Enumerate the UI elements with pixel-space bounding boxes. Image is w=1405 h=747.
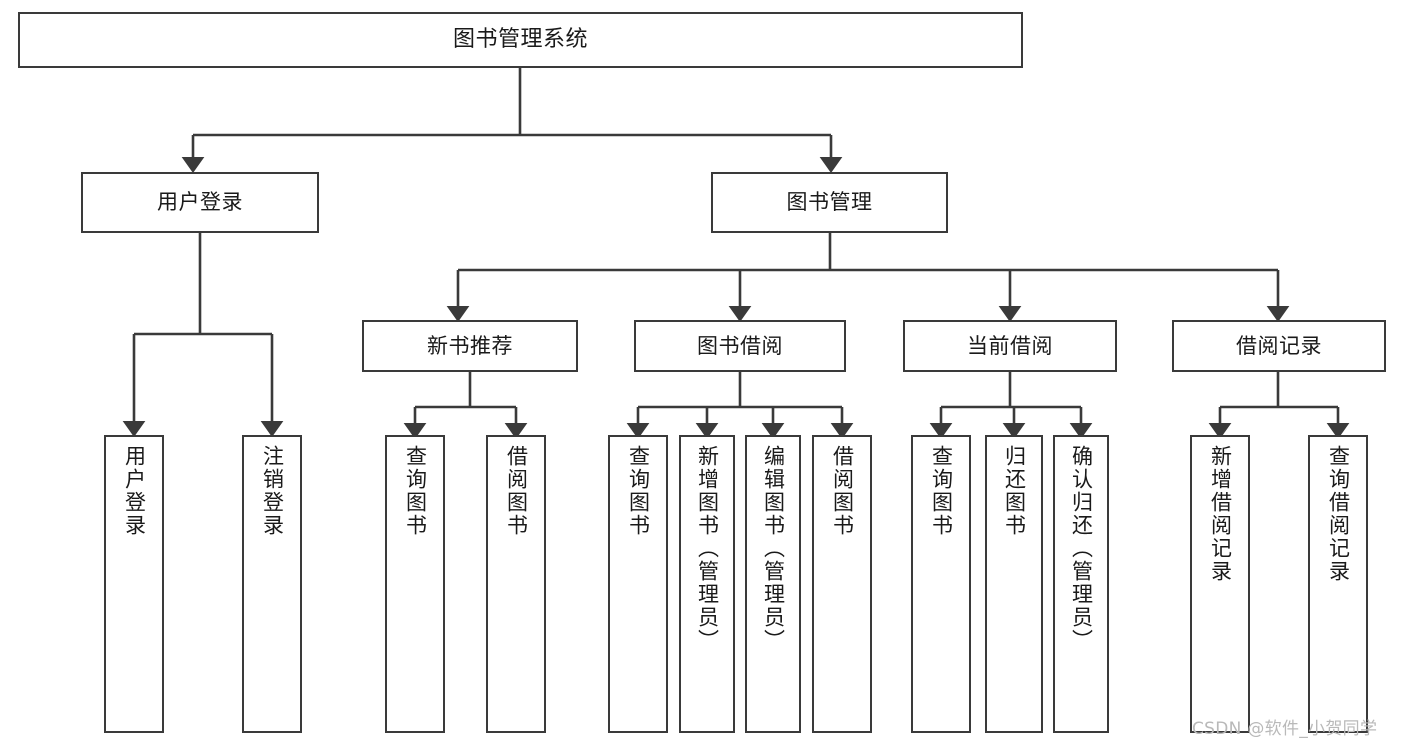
node-user-login[interactable]: 用户登录 bbox=[81, 172, 319, 233]
node-leaf-borrow-book-2[interactable]: 借阅图书 bbox=[812, 435, 872, 733]
node-leaf-return-book-label: 归还图书 bbox=[1002, 445, 1027, 537]
node-leaf-return-book[interactable]: 归还图书 bbox=[985, 435, 1043, 733]
node-leaf-query-record-label: 查询借阅记录 bbox=[1326, 445, 1351, 583]
node-leaf-borrow-book-2-label: 借阅图书 bbox=[830, 445, 855, 537]
node-book-borrow[interactable]: 图书借阅 bbox=[634, 320, 846, 372]
node-leaf-confirm-return[interactable]: 确认归还（管理员） bbox=[1053, 435, 1109, 733]
node-leaf-confirm-return-label: 确认归还（管理员） bbox=[1069, 445, 1094, 652]
node-new-book-rec-label: 新书推荐 bbox=[427, 333, 513, 358]
node-leaf-borrow-book-1-label: 借阅图书 bbox=[504, 445, 529, 537]
node-leaf-borrow-book-1[interactable]: 借阅图书 bbox=[486, 435, 546, 733]
node-leaf-add-book-label: 新增图书（管理员） bbox=[695, 445, 720, 652]
node-leaf-user-login-label: 用户登录 bbox=[122, 445, 147, 537]
node-current-borrow[interactable]: 当前借阅 bbox=[903, 320, 1117, 372]
node-leaf-query-book-1-label: 查询图书 bbox=[403, 445, 428, 537]
node-current-borrow-label: 当前借阅 bbox=[967, 333, 1053, 358]
node-borrow-record-label: 借阅记录 bbox=[1236, 333, 1322, 358]
node-book-manage-label: 图书管理 bbox=[786, 190, 873, 215]
node-borrow-record[interactable]: 借阅记录 bbox=[1172, 320, 1386, 372]
csdn-watermark: CSDN @软件_小贺同学 bbox=[1192, 719, 1378, 739]
node-leaf-query-book-3[interactable]: 查询图书 bbox=[911, 435, 971, 733]
node-leaf-edit-book[interactable]: 编辑图书（管理员） bbox=[745, 435, 801, 733]
node-new-book-rec[interactable]: 新书推荐 bbox=[362, 320, 578, 372]
node-leaf-user-logout-label: 注销登录 bbox=[260, 445, 285, 537]
node-book-manage[interactable]: 图书管理 bbox=[711, 172, 948, 233]
node-leaf-user-login[interactable]: 用户登录 bbox=[104, 435, 164, 733]
node-user-login-label: 用户登录 bbox=[157, 190, 243, 215]
node-leaf-query-book-3-label: 查询图书 bbox=[929, 445, 954, 537]
node-book-borrow-label: 图书借阅 bbox=[697, 333, 783, 358]
node-leaf-add-book[interactable]: 新增图书（管理员） bbox=[679, 435, 735, 733]
node-root[interactable]: 图书管理系统 bbox=[18, 12, 1023, 68]
node-leaf-query-book-2-label: 查询图书 bbox=[626, 445, 651, 537]
node-leaf-query-book-1[interactable]: 查询图书 bbox=[385, 435, 445, 733]
node-leaf-edit-book-label: 编辑图书（管理员） bbox=[761, 445, 786, 652]
node-leaf-add-record-label: 新增借阅记录 bbox=[1208, 445, 1233, 583]
node-leaf-add-record[interactable]: 新增借阅记录 bbox=[1190, 435, 1250, 733]
node-leaf-user-logout[interactable]: 注销登录 bbox=[242, 435, 302, 733]
node-leaf-query-book-2[interactable]: 查询图书 bbox=[608, 435, 668, 733]
node-root-label: 图书管理系统 bbox=[452, 27, 588, 53]
node-leaf-query-record[interactable]: 查询借阅记录 bbox=[1308, 435, 1368, 733]
